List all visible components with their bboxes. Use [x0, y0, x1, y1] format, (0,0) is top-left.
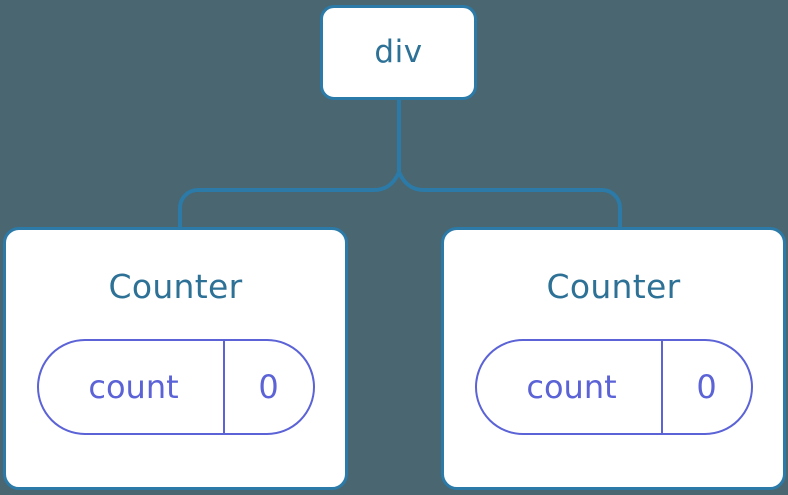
edge-root-to-counter-2 [397, 171, 622, 231]
node-div-label: div [374, 34, 423, 70]
state-key-counter-2: count [526, 368, 617, 406]
node-counter-2-label: Counter [546, 267, 681, 306]
edge-root-to-counter-1 [178, 171, 401, 231]
state-pill-counter-1[interactable]: count 0 [36, 339, 315, 435]
node-counter-1[interactable]: Counter count 0 [3, 227, 348, 490]
state-key-counter-1: count [88, 368, 179, 406]
node-counter-2[interactable]: Counter count 0 [441, 227, 786, 490]
node-div[interactable]: div [320, 5, 477, 100]
state-value-counter-2: 0 [660, 341, 751, 433]
state-pill-counter-2[interactable]: count 0 [474, 339, 753, 435]
node-counter-1-label: Counter [108, 267, 243, 306]
state-value-counter-1: 0 [222, 341, 313, 433]
